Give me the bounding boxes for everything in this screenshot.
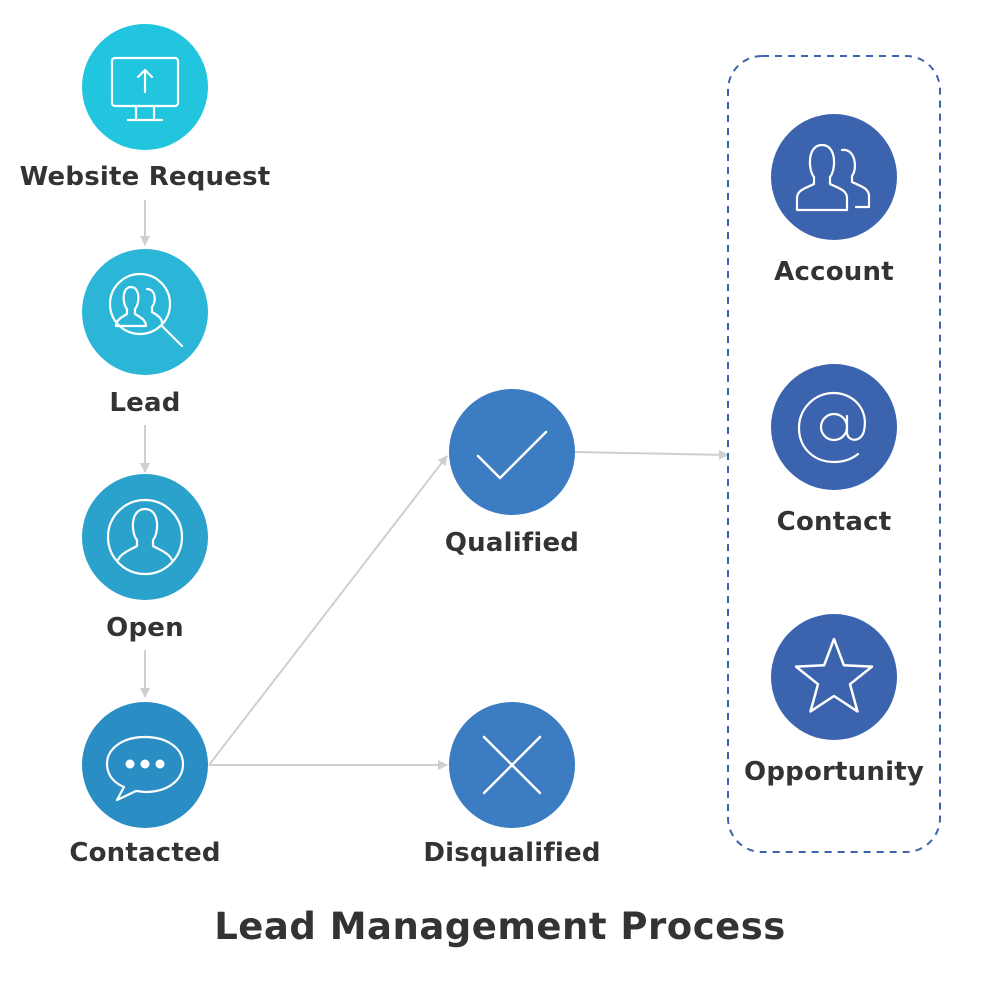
node-qualified (449, 389, 575, 515)
node-account (771, 114, 897, 240)
edge-contacted-to-qualified (208, 455, 448, 766)
node-contact (771, 364, 897, 490)
contact-circle (771, 364, 897, 490)
opportunity-circle (771, 614, 897, 740)
account-circle (771, 114, 897, 240)
node-open (82, 474, 208, 600)
x-icon (482, 735, 542, 795)
chat-bubble-icon (105, 735, 185, 802)
connectors (140, 200, 729, 770)
search-people-icon (108, 272, 184, 348)
label-website-request: Website Request (19, 162, 271, 192)
label-lead: Lead (109, 388, 181, 418)
people-icon (795, 143, 871, 212)
label-disqualified: Disqualified (423, 838, 601, 868)
node-lead (82, 249, 208, 375)
qualified-circle (449, 389, 575, 515)
node-disqualified (449, 702, 575, 828)
open-circle (82, 474, 208, 600)
label-contacted: Contacted (69, 838, 221, 868)
star-icon (794, 637, 874, 713)
label-account: Account (774, 257, 894, 287)
conversion-group-box (727, 55, 941, 853)
diagram-title: Lead Management Process (214, 905, 786, 948)
node-opportunity (771, 614, 897, 740)
person-circle-icon (106, 498, 184, 576)
label-open: Open (106, 613, 184, 643)
checkmark-icon (476, 430, 548, 480)
label-qualified: Qualified (444, 528, 580, 558)
label-opportunity: Opportunity (744, 757, 924, 787)
lead-circle (82, 249, 208, 375)
at-sign-icon (797, 391, 866, 464)
node-contacted (82, 702, 208, 828)
label-contact: Contact (776, 507, 892, 537)
monitor-upload-icon (110, 56, 180, 122)
node-website-request (82, 24, 208, 150)
edge-qualified-to-group (574, 449, 729, 460)
